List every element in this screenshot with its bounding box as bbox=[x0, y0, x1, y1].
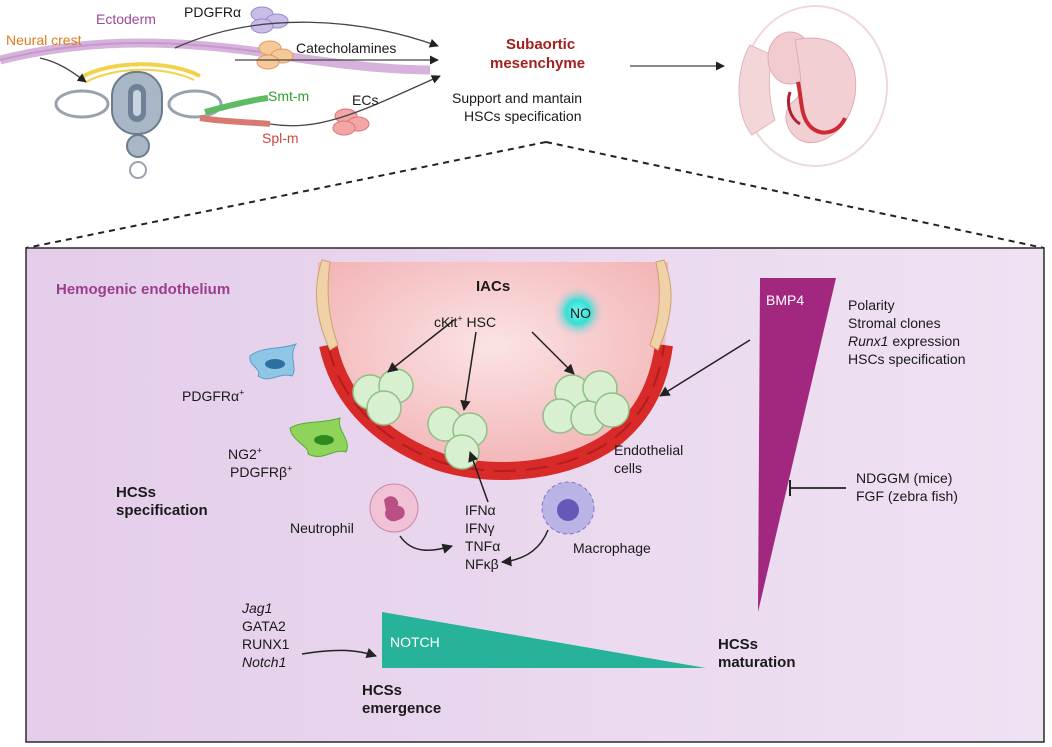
embryo-image bbox=[738, 5, 888, 167]
embryo-cross-section bbox=[0, 38, 431, 179]
hsc-cluster-right bbox=[542, 370, 630, 436]
bmp4-label: BMP4 bbox=[766, 292, 805, 308]
pdgfra-positive-label: PDGFRα+ bbox=[182, 387, 245, 404]
ng2-nucleus bbox=[314, 435, 334, 445]
endothelial-cells-line1: Endothelial bbox=[614, 442, 684, 458]
bmp4-effect-polarity: Polarity bbox=[848, 297, 895, 313]
notch-gradient bbox=[382, 612, 706, 668]
fgf-label: FGF (zebra fish) bbox=[856, 488, 958, 504]
support-line1: Support and mantain bbox=[452, 90, 582, 106]
support-line2: HSCs specification bbox=[464, 108, 582, 124]
neural-crest-label: Neural crest bbox=[6, 32, 82, 48]
panel-arrows bbox=[301, 319, 751, 658]
ifng-label: IFNγ bbox=[465, 520, 495, 536]
subaortic-title-line2: mesenchyme bbox=[490, 55, 586, 72]
ckit-hsc-label: cKit+ HSC bbox=[434, 313, 497, 330]
pdgfra-nucleus bbox=[265, 359, 285, 369]
bmp4-effect-hscs-specification: HSCs specification bbox=[848, 351, 966, 367]
gata2-label: GATA2 bbox=[242, 618, 286, 634]
hemogenic-endothelium-title: Hemogenic endothelium bbox=[56, 281, 231, 298]
notch-label: NOTCH bbox=[390, 634, 440, 650]
ng2-label: NG2+ bbox=[228, 445, 263, 462]
notch1-label: Notch1 bbox=[242, 654, 287, 670]
hcss-emergence-line2: emergence bbox=[362, 700, 442, 717]
tnfa-label: TNFα bbox=[465, 538, 501, 554]
bmp4-effect-stromal-clones: Stromal clones bbox=[848, 315, 941, 331]
no-glow bbox=[552, 286, 604, 338]
no-label: NO bbox=[570, 305, 591, 321]
hcss-maturation-line2: maturation bbox=[718, 654, 796, 671]
macrophage-nucleus bbox=[557, 499, 579, 521]
subaortic-title-line1: Subaortic bbox=[506, 36, 576, 53]
ecs-label: ECs bbox=[352, 92, 379, 108]
neutrophil-nucleus bbox=[384, 496, 405, 522]
ectoderm-label: Ectoderm bbox=[96, 11, 156, 27]
endothelial-cells-line2: cells bbox=[614, 460, 643, 476]
bmp4-gradient bbox=[758, 278, 836, 612]
jag1-label: Jag1 bbox=[242, 600, 273, 616]
hcss-emergence-line1: HCSs bbox=[362, 682, 403, 699]
hsc-cluster-middle bbox=[427, 406, 488, 470]
hcss-specification-line2: specification bbox=[116, 502, 208, 519]
runx1-label: RUNX1 bbox=[242, 636, 290, 652]
pdgfra-cells bbox=[250, 6, 289, 34]
hcss-specification-line1: HCSs bbox=[116, 484, 157, 501]
ec-cells bbox=[332, 108, 370, 136]
catecholamines-label: Catecholamines bbox=[296, 40, 397, 56]
hcss-maturation-line1: HCSs bbox=[718, 636, 759, 653]
bmp4-effect-runx1: Runx1 expression bbox=[848, 333, 961, 349]
neutrophil-label: Neutrophil bbox=[290, 520, 354, 536]
spl-m-label: Spl-m bbox=[262, 130, 299, 146]
top-arrows bbox=[39, 21, 725, 127]
pdgfra-top-label: PDGFRα bbox=[184, 4, 242, 20]
zoom-lines bbox=[25, 141, 1045, 249]
pdgfrb-label: PDGFRβ+ bbox=[230, 463, 293, 480]
ifna-label: IFNα bbox=[465, 502, 496, 518]
nfkb-label: NFκβ bbox=[465, 556, 499, 572]
iacs-label: IACs bbox=[476, 278, 511, 295]
hsc-cluster-left bbox=[352, 368, 414, 426]
macrophage-label: Macrophage bbox=[573, 540, 651, 556]
ndggm-label: NDGGM (mice) bbox=[856, 470, 953, 486]
smt-m-label: Smt-m bbox=[268, 88, 310, 104]
